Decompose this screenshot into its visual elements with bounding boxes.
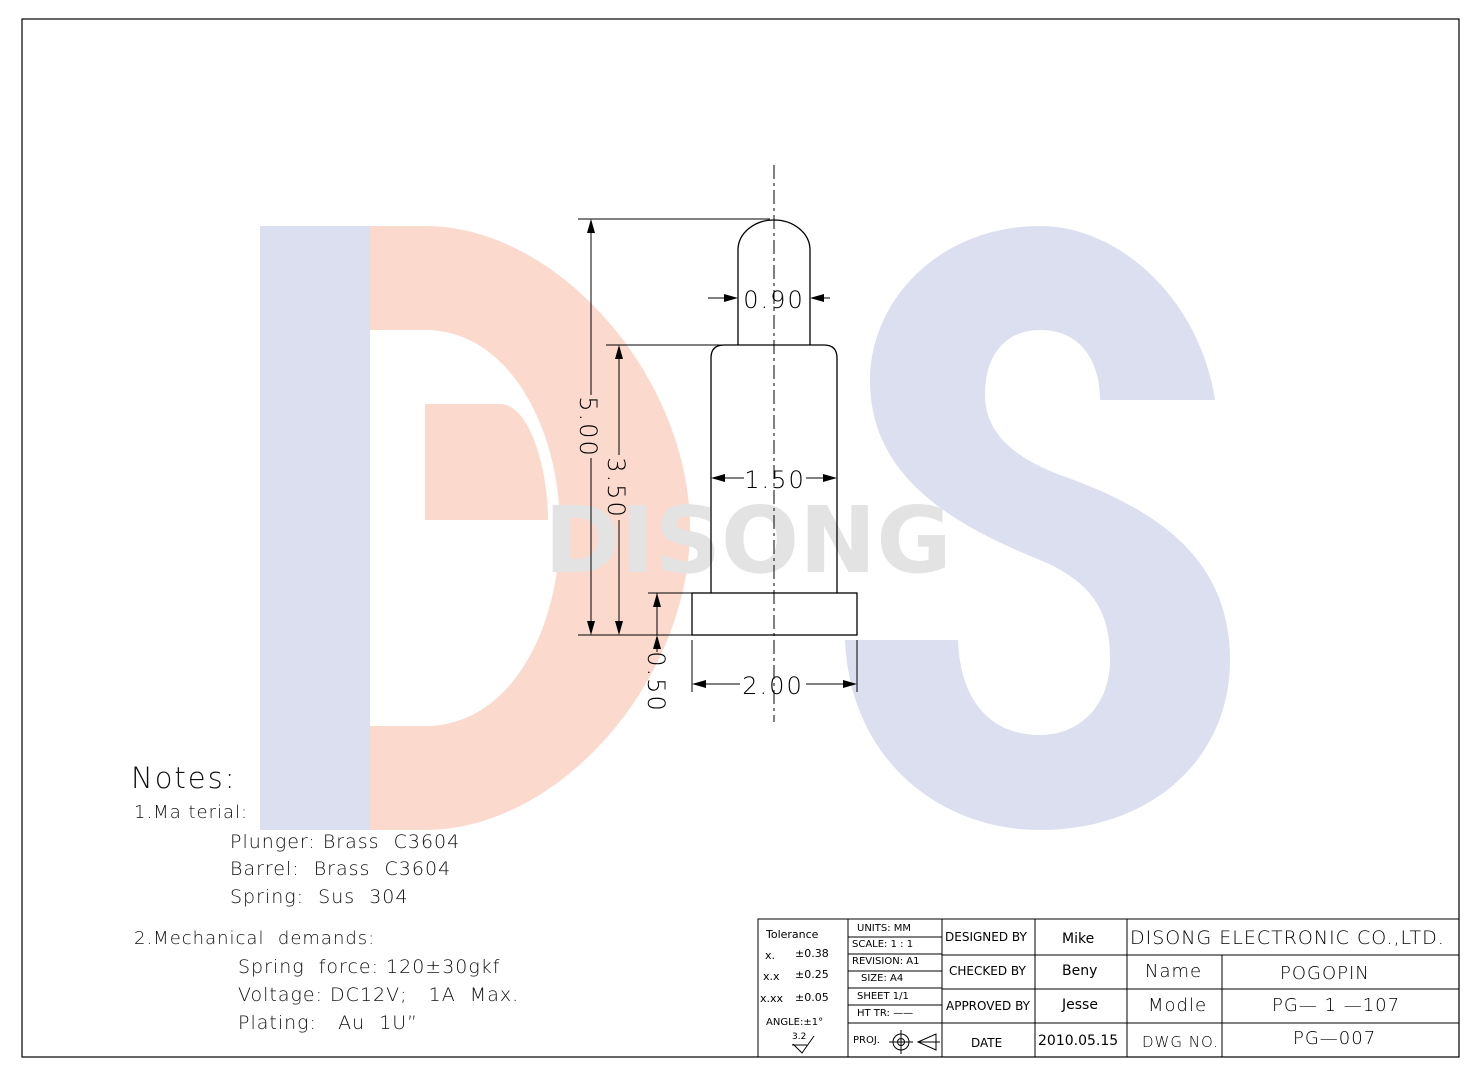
- dimension-arrows: [587, 219, 857, 688]
- watermark-d-bowl: [370, 226, 690, 830]
- tolerance-value-xxx: ±0.05: [795, 991, 829, 1004]
- dim-barrel-length: 3.50: [602, 457, 630, 518]
- tolerance-key-x: x.: [765, 949, 776, 962]
- mechanical-line-voltage: Voltage: DC12V; 1A Max.: [238, 984, 520, 1006]
- approved-by-label: APPROVED BY: [946, 999, 1031, 1013]
- dim-barrel-width: 1.50: [744, 466, 805, 494]
- name-label: Name: [1145, 961, 1203, 982]
- mechanical-heading: 2.Mechanical demands:: [134, 928, 376, 949]
- info-scale: SCALE: 1 : 1: [852, 939, 914, 950]
- material-line-plunger: Plunger: Brass C3604: [230, 831, 461, 853]
- checked-by-name: Beny: [1062, 963, 1098, 979]
- mechanical-line-plating: Plating: Au 1U”: [238, 1012, 419, 1034]
- designed-by-name: Mike: [1062, 931, 1095, 947]
- date-label: DATE: [971, 1036, 1003, 1050]
- name-value: POGOPIN: [1280, 963, 1370, 984]
- tolerance-label: Tolerance: [766, 928, 819, 941]
- info-projection: PROJ.: [853, 1035, 880, 1046]
- tolerance-key-xx: x.x: [763, 970, 780, 983]
- watermark-logo: DISONG: [260, 226, 1230, 830]
- info-sheet: SHEET 1/1: [857, 991, 909, 1002]
- watermark-d-stem: [260, 226, 370, 830]
- info-revision: REVISION: A1: [852, 956, 920, 967]
- material-heading: 1.Ma terial:: [134, 802, 249, 823]
- pogo-pin-outline: [691, 165, 858, 722]
- info-size: SIZE: A4: [861, 973, 904, 984]
- approved-by-name: Jesse: [1062, 997, 1098, 1013]
- model-label: Modle: [1148, 995, 1208, 1016]
- designed-by-label: DESIGNED BY: [945, 930, 1027, 944]
- dim-flange-thickness: 0.50: [642, 651, 670, 712]
- company-name: DISONG ELECTRONIC CO.,LTD.: [1130, 927, 1445, 949]
- dim-plunger-width: 0.90: [743, 286, 804, 314]
- watermark-text: DISONG: [544, 487, 952, 594]
- info-ht-tr: HT TR: ——: [857, 1008, 914, 1019]
- checked-by-label: CHECKED BY: [949, 964, 1026, 978]
- model-value: PG— 1 —107: [1272, 995, 1401, 1016]
- material-line-spring: Spring: Sus 304: [230, 886, 409, 908]
- surface-finish-icon: [792, 1035, 815, 1054]
- info-units: UNITS: MM: [857, 923, 912, 934]
- dim-total-length: 5.00: [574, 396, 602, 457]
- watermark-s: [845, 226, 1230, 830]
- title-block-grid: [757, 918, 1460, 1058]
- notes-title: Notes:: [131, 761, 237, 795]
- dwg-no-value: PG—007: [1293, 1028, 1377, 1049]
- dimension-lines: [578, 218, 858, 692]
- surface-finish-value: 3.2: [792, 1032, 807, 1042]
- date-value: 2010.05.15: [1038, 1033, 1119, 1049]
- projection-icon: [889, 1030, 940, 1054]
- mechanical-line-force: Spring force: 120±30gkf: [238, 956, 501, 978]
- tolerance-value-xx: ±0.25: [795, 968, 829, 981]
- material-line-barrel: Barrel: Brass C3604: [230, 858, 452, 880]
- watermark-d-inner: [425, 404, 548, 520]
- tolerance-value-x: ±0.38: [795, 947, 829, 960]
- tolerance-key-xxx: x.xx: [760, 992, 784, 1005]
- tolerance-angle: ANGLE:±1°: [766, 1017, 824, 1028]
- dim-flange-width: 2.00: [742, 672, 803, 700]
- sheet-border: [21, 18, 1460, 1058]
- dwg-no-label: DWG NO.: [1142, 1033, 1219, 1051]
